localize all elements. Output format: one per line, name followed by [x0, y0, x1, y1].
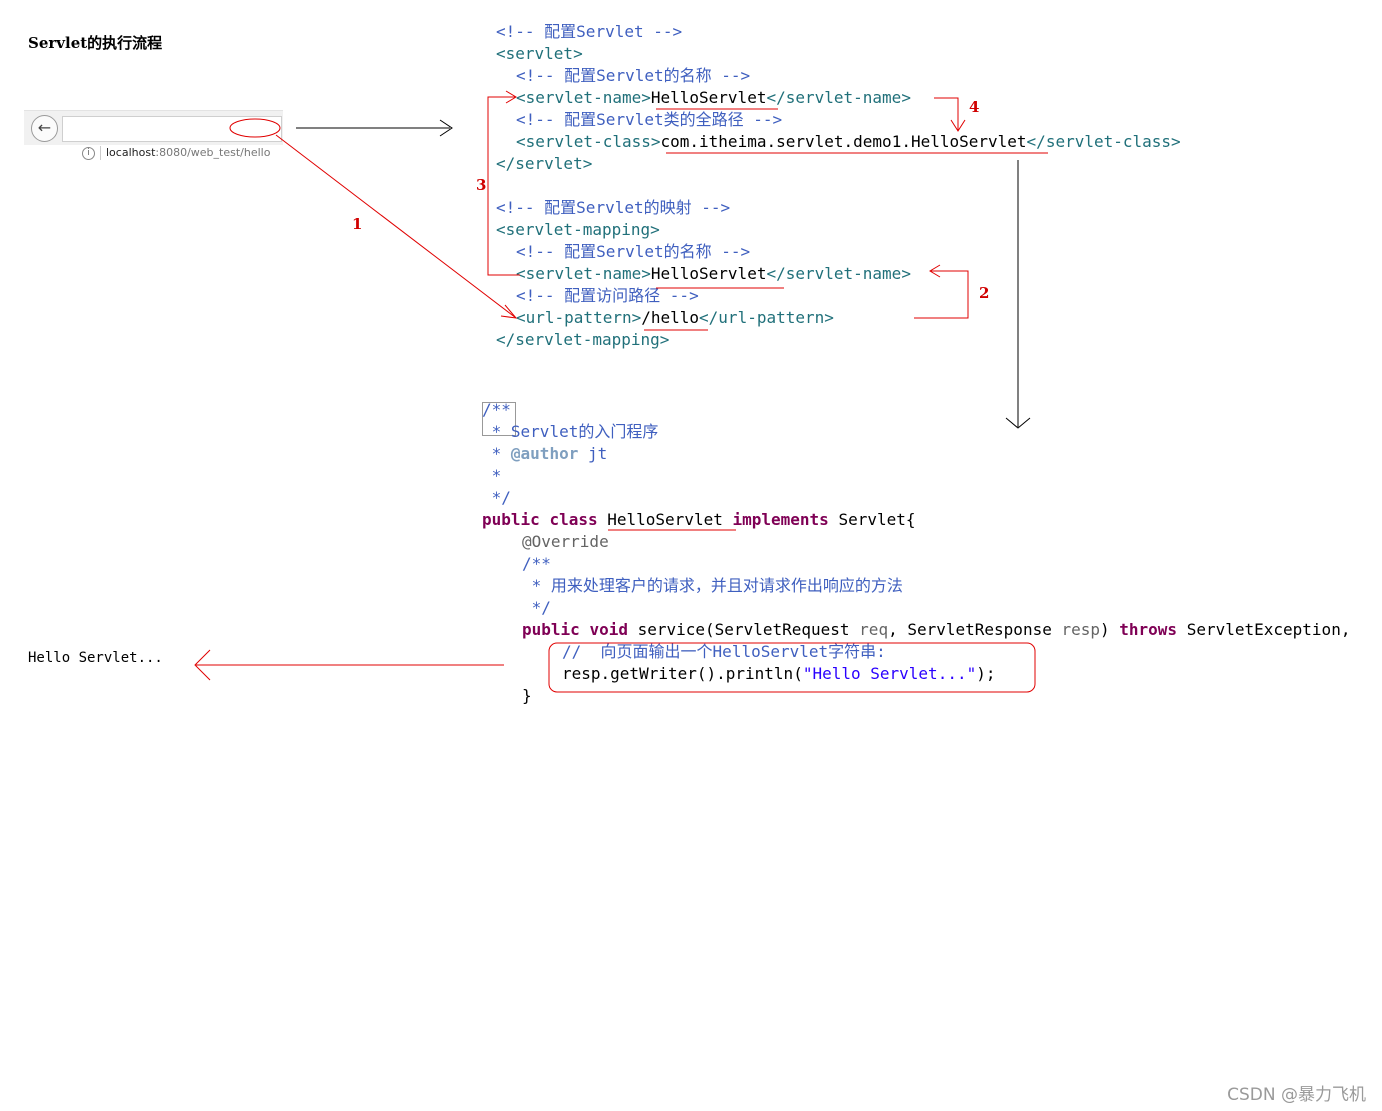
java-doc-line3: * — [482, 466, 502, 485]
xml-servlet-class: <servlet-class>com.itheima.servlet.demo1… — [516, 132, 1181, 151]
java-class-declaration: public class HelloServlet implements Ser… — [482, 510, 916, 529]
xml-mapping-servlet-name: <servlet-name>HelloServlet</servlet-name… — [516, 264, 911, 283]
url-path: :8080/web_test/ — [155, 146, 244, 159]
arrow-step-2 — [914, 264, 969, 319]
xml-comment-servlet-name: <!-- 配置Servlet的名称 --> — [516, 66, 751, 85]
xml-comment-mapping-name: <!-- 配置Servlet的名称 --> — [516, 242, 751, 261]
xml-servlet-close: </servlet> — [496, 154, 593, 173]
browser-address-bar: ← i localhost:8080/web_test/hello — [24, 110, 283, 160]
url-host: localhost — [106, 146, 156, 159]
java-doc-open: /** — [482, 400, 511, 419]
arrow-step-3 — [487, 90, 520, 276]
output-text: Hello Servlet... — [28, 650, 163, 666]
xml-url-pattern: <url-pattern>/hello</url-pattern> — [516, 308, 834, 327]
java-close-brace: } — [522, 686, 532, 705]
arrow-left-icon: ← — [37, 118, 52, 137]
xml-comment-servlet: <!-- 配置Servlet --> — [496, 22, 683, 41]
url-input[interactable]: i localhost:8080/web_test/hello — [62, 116, 282, 160]
arrow-response — [194, 649, 504, 681]
arrow-step-1 — [275, 134, 518, 319]
xml-servlet-name: <servlet-name>HelloServlet</servlet-name… — [516, 88, 911, 107]
url-highlight: hello — [243, 146, 271, 159]
arrow-to-class — [1005, 160, 1031, 429]
page-title: Servlet的执行流程 — [28, 34, 163, 52]
xml-mapping-close: </servlet-mapping> — [496, 330, 670, 349]
method-body-highlight — [548, 642, 1036, 693]
url-highlight-ring — [229, 118, 281, 138]
java-body-code: resp.getWriter().println("Hello Servlet.… — [562, 664, 996, 683]
xml-comment-mapping: <!-- 配置Servlet的映射 --> — [496, 198, 731, 217]
arrow-request — [296, 119, 453, 137]
java-override: @Override — [522, 532, 609, 551]
java-doc-author: * @author jt — [482, 444, 608, 463]
xml-comment-url: <!-- 配置访问路径 --> — [516, 286, 699, 305]
step-label-4: 4 — [969, 98, 980, 116]
info-icon: i — [82, 146, 95, 160]
step-label-2: 2 — [979, 284, 990, 302]
xml-mapping-open: <servlet-mapping> — [496, 220, 660, 239]
xml-comment-servlet-class: <!-- 配置Servlet类的全路径 --> — [516, 110, 783, 129]
java-doc-line1: * Servlet的入门程序 — [482, 422, 659, 441]
watermark: CSDN @暴力飞机 — [1227, 1085, 1366, 1105]
fold-toggle-icon[interactable] — [482, 402, 516, 436]
arrow-step-4 — [934, 97, 966, 132]
java-method-doc-close: */ — [522, 598, 551, 617]
java-method-doc-open: /** — [522, 554, 551, 573]
step-label-1: 1 — [352, 215, 363, 233]
java-method-signature: public void service(ServletRequest req, … — [522, 620, 1351, 639]
java-doc-close: */ — [482, 488, 511, 507]
back-button[interactable]: ← — [31, 115, 58, 142]
java-body-comment: // 向页面输出一个HelloServlet字符串: — [562, 642, 886, 661]
java-method-doc-line: * 用来处理客户的请求，并且对请求作出响应的方法 — [522, 576, 903, 595]
step-label-3: 3 — [476, 176, 487, 194]
url-separator — [100, 146, 101, 160]
xml-servlet-open: <servlet> — [496, 44, 583, 63]
